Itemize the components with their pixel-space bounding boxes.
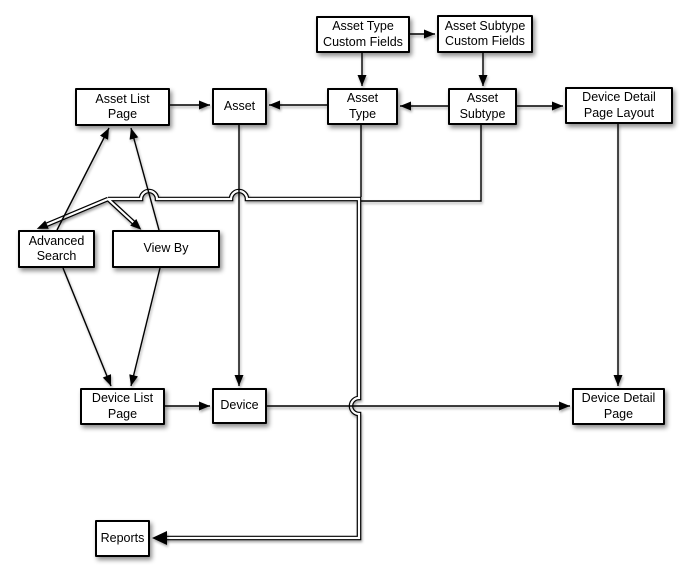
node-label: Subtype [459,106,506,121]
node-label: Advanced [28,233,85,248]
pipe-arrowhead-reports [152,531,167,545]
node-label: Page [107,107,138,121]
node-reports[interactable]: Reports [95,520,150,557]
edge-asset-subtype-to-junction [361,125,482,202]
node-label: Reports [100,530,145,545]
edge-advanced-search-to-device-list-page [62,267,112,387]
single-arrows [56,29,623,411]
node-device-detail-page[interactable]: Device Detail Page [572,388,665,425]
node-device-detail-page-layout[interactable]: Device Detail Page Layout [565,87,673,124]
node-label: Asset Type [332,19,394,34]
node-asset-type-custom-fields[interactable]: Asset Type Custom Fields [316,16,410,53]
node-asset-subtype[interactable]: Asset Subtype [448,88,517,125]
node-device-list-page[interactable]: Device List Page [80,388,165,425]
pipe-arrowhead-view-by [130,219,142,230]
node-device[interactable]: Device [212,388,267,424]
node-label: Page [107,406,138,421]
node-label: Custom Fields [445,34,525,48]
node-label: Device Detail [581,391,656,406]
pipe-arrowhead-advanced-search [36,220,49,229]
node-label: Asset [223,98,256,113]
node-label: Device [220,398,259,413]
node-asset-list-page[interactable]: Asset List Page [75,88,170,126]
node-label: Search [36,249,77,263]
node-asset[interactable]: Asset [212,88,267,125]
node-view-by[interactable]: View By [112,230,220,268]
pipe-feeder-lines [360,125,482,202]
node-label: Asset List [95,91,150,106]
node-label: Asset [346,91,379,106]
node-label: Page [603,406,634,421]
edge-advanced-search-to-asset-list-page [56,127,110,231]
node-label: Asset Subtype [444,18,526,33]
node-label: Asset [466,91,499,106]
node-label: Type [348,106,377,121]
edge-view-by-to-asset-list-page [129,127,160,231]
node-advanced-search[interactable]: Advanced Search [18,230,95,268]
pipe-arrowheads [36,219,167,545]
node-asset-subtype-custom-fields[interactable]: Asset Subtype Custom Fields [437,15,533,53]
edge-view-by-to-device-list-page [129,267,161,387]
node-asset-type[interactable]: Asset Type [327,88,398,125]
node-label: Device List [91,391,154,406]
node-label: Device Detail [582,90,656,105]
node-label: Custom Fields [323,34,403,49]
node-label: Page Layout [583,105,655,120]
node-label: View By [143,241,189,256]
